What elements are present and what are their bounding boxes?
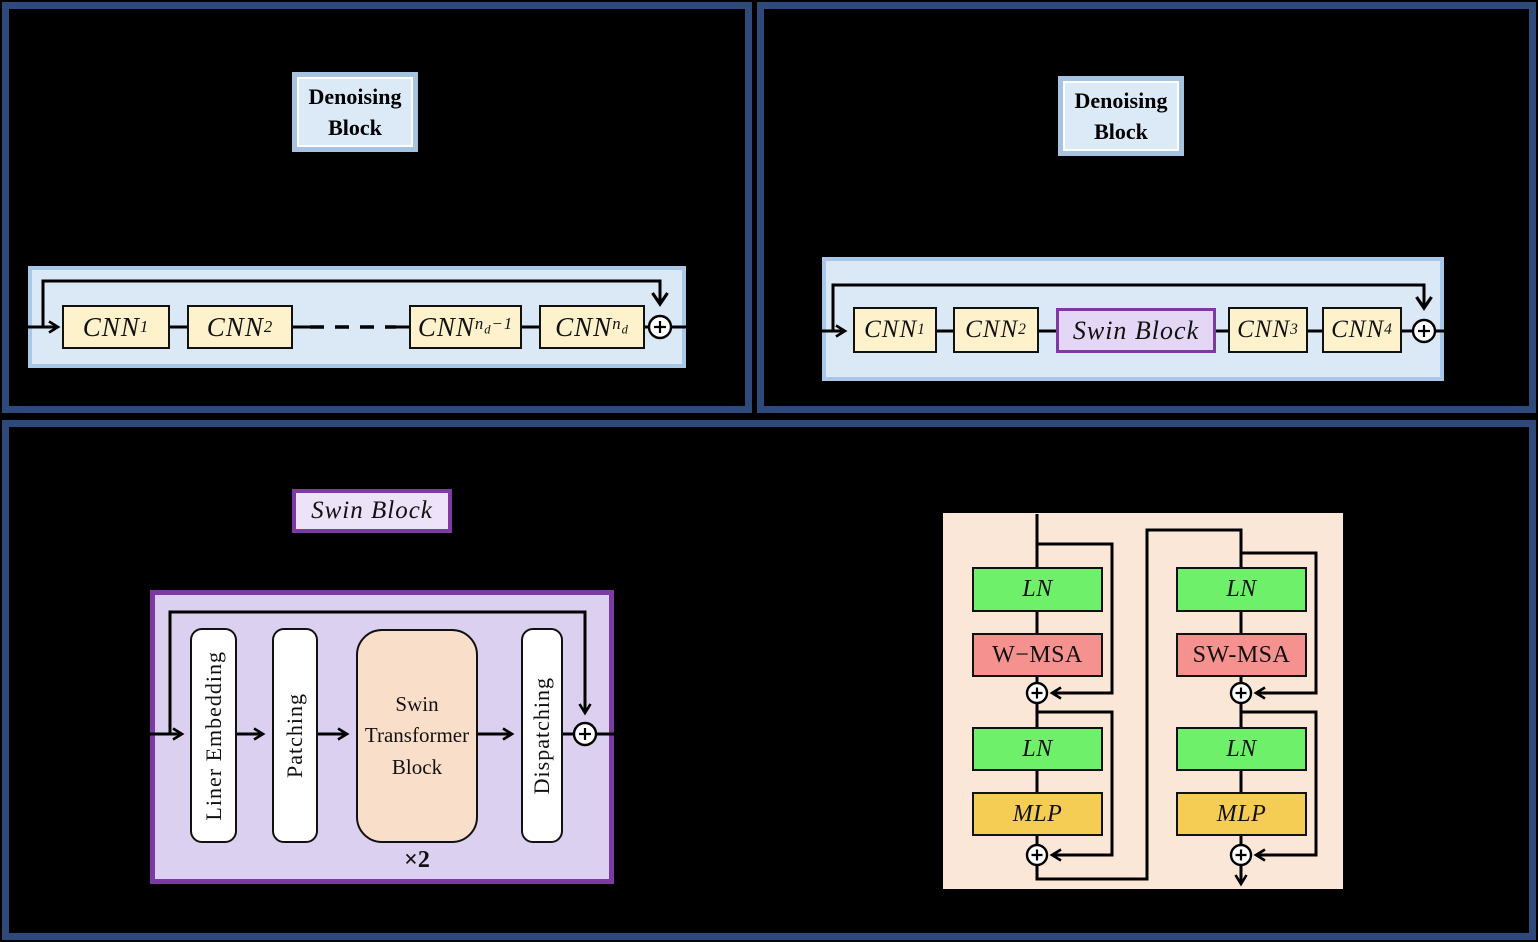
cnn-sub-tail: −1 (491, 314, 514, 334)
cnn-base: CNN (417, 311, 475, 342)
dispatching-box: Dispatching (521, 628, 563, 843)
ln-label: LN (1226, 735, 1257, 762)
swin-block-box-label: Swin Block (1072, 315, 1200, 345)
liner-embedding-box: Liner Embedding (190, 628, 237, 843)
label-line-2: Block (328, 115, 382, 140)
mlp-box-left: MLP (972, 792, 1103, 836)
dispatching-label: Dispatching (529, 676, 554, 795)
swin-transformer-block-box: Swin Transformer Block (356, 629, 478, 843)
cnn-sub: nd (612, 315, 629, 335)
ln-label: LN (1022, 576, 1053, 602)
w-msa-box: W−MSA (972, 633, 1103, 677)
mlp-box-right: MLP (1176, 792, 1307, 836)
mlp-label: MLP (1012, 800, 1063, 827)
label-line-1: Denoising (1074, 88, 1168, 113)
cnn-sub: nd−1 (475, 315, 513, 335)
w-msa-label: W−MSA (992, 641, 1083, 668)
swin-block-box: Swin Block (1056, 308, 1216, 353)
cnn-base: CNN (555, 311, 613, 342)
cnn-sub-sub: d (621, 322, 629, 337)
cnn-base: CNN (864, 316, 918, 343)
ln-box-right-1: LN (1176, 567, 1307, 612)
multiplier-label: ×2 (356, 846, 478, 874)
cnn-sub-main: n (612, 314, 622, 334)
cnn-base: CNN (82, 311, 140, 342)
cnn-base: CNN (1237, 316, 1291, 343)
label-line-1: Denoising (308, 84, 402, 109)
liner-embedding-label: Liner Embedding (200, 650, 226, 821)
patching-box: Patching (272, 628, 318, 843)
ln-box-left-1: LN (972, 567, 1103, 612)
cnn-sub-main: n (474, 314, 485, 334)
swin-block-title-label: Swin Block (311, 497, 433, 524)
cnn-base: CNN (206, 311, 264, 342)
swin-block-title: Swin Block (292, 489, 452, 533)
patching-label: Patching (282, 693, 307, 778)
ln-label: LN (1226, 576, 1257, 602)
cnn-base: CNN (1331, 316, 1385, 343)
mlp-label: MLP (1216, 800, 1267, 827)
label-line-2: Block (1094, 119, 1148, 144)
ln-box-left-2: LN (972, 727, 1103, 771)
ln-box-right-2: LN (1176, 727, 1307, 771)
denoising-block-label-left: Denoising Block (292, 72, 418, 152)
cnn-sub-sub: d (484, 322, 492, 337)
sw-msa-box: SW-MSA (1176, 633, 1307, 677)
ln-label: LN (1022, 735, 1053, 762)
sw-msa-label: SW-MSA (1192, 641, 1291, 668)
denoising-block-label-right: Denoising Block (1058, 76, 1184, 156)
swin-transformer-block-label: Swin Transformer Block (364, 691, 470, 779)
multiplier-text: ×2 (404, 846, 430, 873)
cnn-base: CNN (965, 316, 1019, 343)
